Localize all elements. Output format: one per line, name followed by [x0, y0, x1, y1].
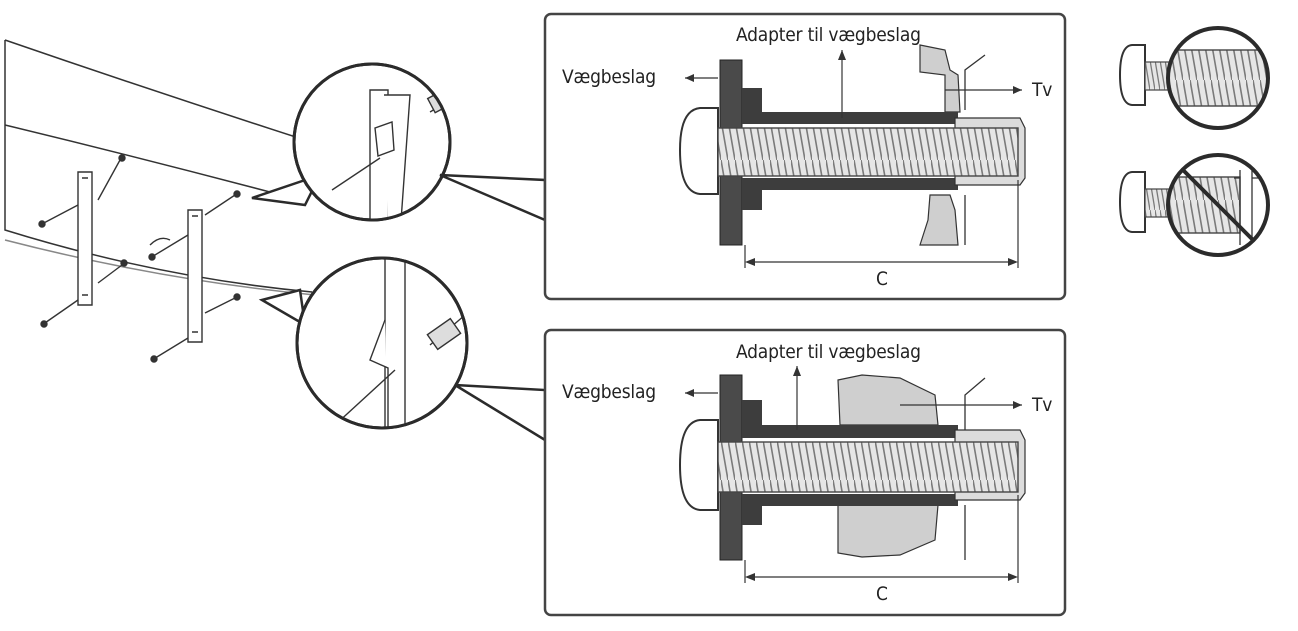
- tv-label-upper: Tv: [1032, 79, 1053, 101]
- tv-brackets: [77, 171, 203, 343]
- dimension-label-upper: C: [876, 268, 888, 290]
- magnifier-upper: [251, 62, 452, 222]
- tv-back-view: [4, 39, 316, 296]
- adapter-label-lower: Adapter til vægbeslag: [736, 341, 921, 363]
- detail-panel-lower: [543, 328, 1067, 617]
- prohibited-icon: [1166, 153, 1270, 257]
- adapter-label-upper: Adapter til vægbeslag: [736, 24, 921, 46]
- tv-label-lower: Tv: [1032, 394, 1053, 416]
- detail-panel-upper: [543, 12, 1067, 301]
- callout-wedge-lower: [454, 383, 547, 443]
- dimension-label-lower: C: [876, 583, 888, 605]
- screw-example-correct: [1118, 26, 1270, 130]
- wall-mount-label-upper: Vægbeslag: [562, 66, 656, 88]
- magnifier-lower: [258, 256, 469, 430]
- callout-wedge-upper: [439, 173, 547, 222]
- screw-example-incorrect: [1118, 153, 1270, 257]
- wall-mount-label-lower: Vægbeslag: [562, 381, 656, 403]
- tv-screws: [38, 154, 241, 363]
